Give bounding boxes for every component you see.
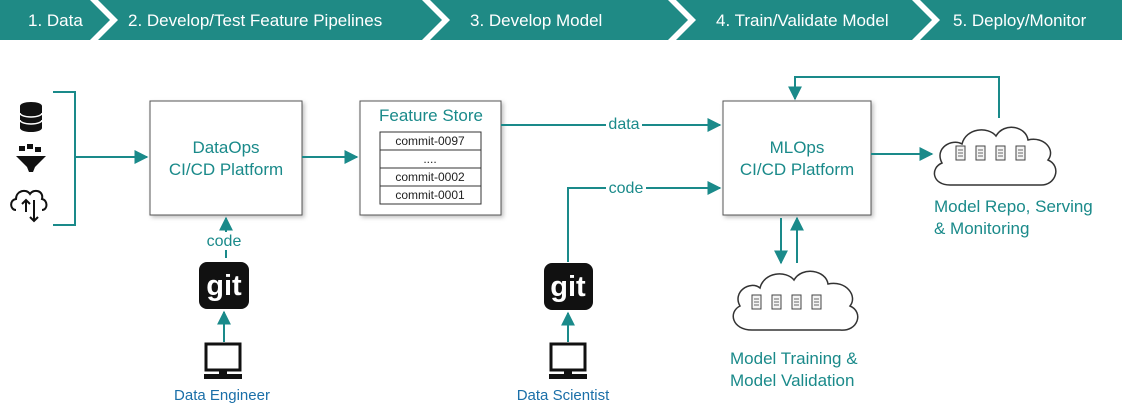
- data-edge-label: data: [608, 116, 639, 133]
- stage-1-label: 1. Data: [28, 11, 83, 30]
- code-edge-label-engineer: code: [207, 233, 242, 250]
- stage-1-chevron: [0, 0, 110, 40]
- mlops-box: [722, 100, 872, 216]
- server-icon: [995, 145, 1006, 161]
- data-engineer-label: Data Engineer: [174, 387, 270, 404]
- dataops-subtitle: CI/CD Platform: [169, 160, 283, 179]
- stage-5-chevron: [920, 0, 1122, 40]
- stage-2-label: 2. Develop/Test Feature Pipelines: [128, 11, 382, 30]
- server-icon: [791, 294, 802, 310]
- server-icon: [771, 294, 782, 310]
- server-icon: [1015, 145, 1026, 161]
- monitoring-feedback-arrow: [788, 76, 1000, 118]
- code-label-bg: [204, 232, 248, 250]
- git-logo-engineer: git: [199, 262, 249, 309]
- commit-label: commit-0001: [395, 188, 465, 202]
- training-label-1: Model Training &: [730, 349, 858, 368]
- dataops-box: [149, 100, 303, 216]
- server-icon: [751, 294, 762, 310]
- server-icon: [811, 294, 822, 310]
- stage-4-label: 4. Train/Validate Model: [716, 11, 889, 30]
- scientist-computer-icon: [549, 342, 587, 379]
- stage-2-chevron: [98, 0, 442, 40]
- git-logo-scientist: git: [544, 263, 593, 310]
- training-cloud: [732, 270, 859, 331]
- git-logo-text: git: [550, 271, 586, 303]
- git-icon: [199, 262, 249, 309]
- stage-3-chevron: [430, 0, 688, 40]
- commit-label: commit-0002: [395, 170, 465, 184]
- training-label-2: Model Validation: [730, 371, 854, 390]
- cloud-sync-icon: [10, 189, 48, 223]
- commit-label: commit-0097: [395, 134, 465, 148]
- mlops-subtitle: CI/CD Platform: [740, 160, 854, 179]
- cloud-shape: [933, 126, 1057, 186]
- code-edge-label-scientist: code: [609, 180, 644, 197]
- database-icon: [19, 102, 43, 132]
- code-label-bg: [606, 179, 646, 197]
- stage-banner: 1. Data 2. Develop/Test Feature Pipeline…: [0, 0, 1122, 40]
- commit-list: commit-0097 .... commit-0002 commit-0001: [379, 131, 482, 205]
- feature-store-title: Feature Store: [379, 106, 483, 125]
- server-icon: [955, 145, 966, 161]
- stage-4-chevron: [676, 0, 932, 40]
- git-logo-text: git: [206, 270, 242, 302]
- model-repo-cloud: [933, 126, 1057, 186]
- commit-row: [379, 185, 482, 205]
- model-repo-label-2: & Monitoring: [934, 219, 1029, 238]
- model-repo-label-1: Model Repo, Serving: [934, 197, 1093, 216]
- data-scientist-label: Data Scientist: [517, 387, 610, 404]
- mlops-title: MLOps: [770, 138, 825, 157]
- commit-label: ....: [423, 152, 436, 166]
- server-icon: [975, 145, 986, 161]
- dataops-title: DataOps: [192, 138, 259, 157]
- sources-bracket: [53, 91, 76, 226]
- engineer-computer-icon: [204, 342, 242, 379]
- funnel-icon: [16, 144, 46, 172]
- stage-3-label: 3. Develop Model: [470, 11, 602, 30]
- scientist-code-arrow: [567, 181, 722, 262]
- data-label-bg: [606, 115, 642, 133]
- git-icon: [544, 263, 593, 310]
- stage-5-label: 5. Deploy/Monitor: [953, 11, 1087, 30]
